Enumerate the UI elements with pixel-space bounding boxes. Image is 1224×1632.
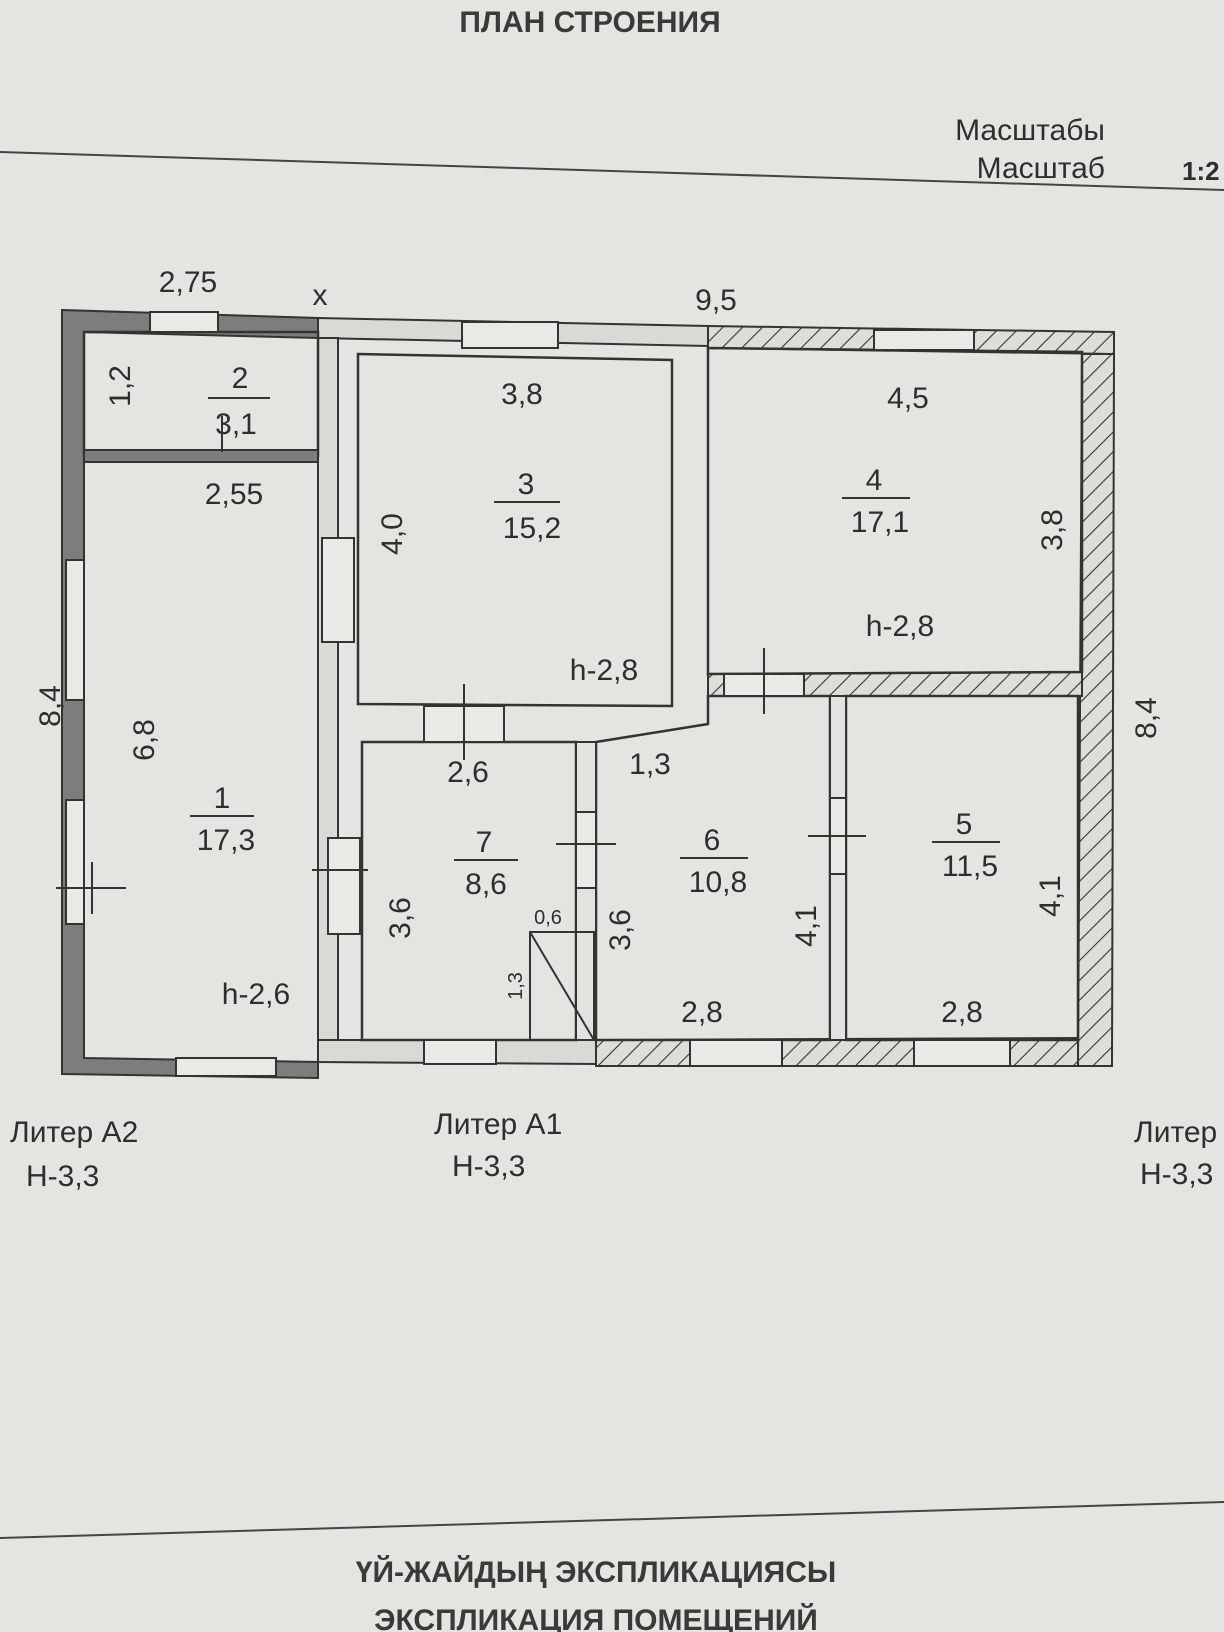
scale-label-kz: Масштабы [955, 114, 1105, 147]
room-3-outline [356, 352, 674, 708]
footer-title-kz: ҮЙ-ЖАЙДЫҢ ЭКСПЛИКАЦИЯСЫ [356, 1555, 836, 1589]
room-5-number: 5 [956, 808, 973, 841]
window [461, 321, 559, 349]
window [873, 329, 975, 351]
room-7-depth: 3,6 [384, 897, 417, 939]
closet-width: 0,6 [534, 907, 562, 929]
room-4-width: 4,5 [887, 382, 929, 415]
closet-height: 1,3 [505, 972, 527, 1000]
dim-cross-mark: х [313, 279, 328, 312]
liter-a1-height: Н-3,3 [452, 1150, 525, 1183]
window [65, 799, 85, 925]
room-1-width: 6,8 [128, 719, 161, 761]
plan-title: ПЛАН СТРОЕНИЯ [459, 6, 720, 39]
room-7-number: 7 [476, 826, 493, 859]
window [149, 311, 219, 333]
room-1-area: 17,3 [197, 824, 255, 857]
room-2-depth: 1,2 [104, 365, 137, 407]
room-3-width: 3,8 [501, 378, 543, 411]
room-4-area: 17,1 [851, 506, 909, 539]
room-3-area: 15,2 [503, 512, 561, 545]
liter-third-name: Литер [1134, 1116, 1217, 1149]
room-1-height: h-2,6 [222, 978, 290, 1011]
liter-a1-name: Литер А1 [434, 1108, 562, 1141]
wall-liter-a1-left [317, 337, 339, 1059]
room-3-depth: 4,0 [376, 513, 409, 555]
window [175, 1057, 277, 1077]
scale-label-ru: Масштаб [977, 152, 1105, 185]
room-4-depth: 3,8 [1036, 509, 1069, 551]
room-7-width: 2,6 [447, 756, 489, 789]
room-4-height: h-2,8 [866, 610, 934, 643]
room-3-number: 3 [518, 468, 535, 501]
room-2-number: 2 [232, 362, 249, 395]
window [65, 559, 85, 701]
room-6-number: 6 [704, 824, 721, 857]
scale-value: 1:2 [1182, 156, 1220, 186]
window [689, 1039, 783, 1067]
wall-liter-a2 [61, 308, 319, 1080]
dim-left-height: 8,4 [34, 685, 67, 727]
room-6-area: 10,8 [689, 866, 747, 899]
room-6-width: 2,8 [681, 996, 723, 1029]
room-5-depth: 4,1 [1034, 875, 1067, 917]
room-4-number: 4 [866, 464, 883, 497]
dim-right-height: 8,4 [1130, 697, 1163, 739]
room-7-right-depth: 3,6 [604, 909, 637, 951]
dim-a2-width: 2,75 [159, 266, 217, 299]
door [575, 811, 597, 889]
wall-room-2-bottom [83, 449, 319, 463]
closet-diagonal [529, 931, 595, 1041]
header-rule [0, 151, 1224, 191]
openings [56, 311, 1011, 1077]
footer-title-ru: ЭКСПЛИКАЦИЯ ПОМЕЩЕНИЙ [374, 1603, 818, 1632]
room-6-top-dim: 1,3 [629, 748, 671, 781]
room-2-area: 3,1 [215, 408, 257, 441]
room-3-height: h-2,8 [570, 654, 638, 687]
room-7-area: 8,6 [465, 868, 507, 901]
room-6-depth: 4,1 [790, 905, 823, 947]
closet-outline [529, 931, 595, 1041]
room-5-width: 2,8 [941, 996, 983, 1029]
door [327, 837, 361, 935]
liter-third-height: Н-3,3 [1140, 1158, 1213, 1191]
room-1-number: 1 [214, 782, 231, 815]
dim-main-width: 9,5 [695, 284, 737, 317]
window [321, 537, 355, 643]
wall-hatched-right [1076, 353, 1116, 1067]
liter-a2-name: Литер А2 [10, 1116, 138, 1149]
liter-a2-height: Н-3,3 [26, 1160, 99, 1193]
room-5-area: 11,5 [942, 850, 998, 883]
footer-rule [0, 1501, 1224, 1539]
window [913, 1039, 1011, 1067]
room-2-width: 2,55 [205, 478, 263, 511]
window [423, 1039, 497, 1065]
